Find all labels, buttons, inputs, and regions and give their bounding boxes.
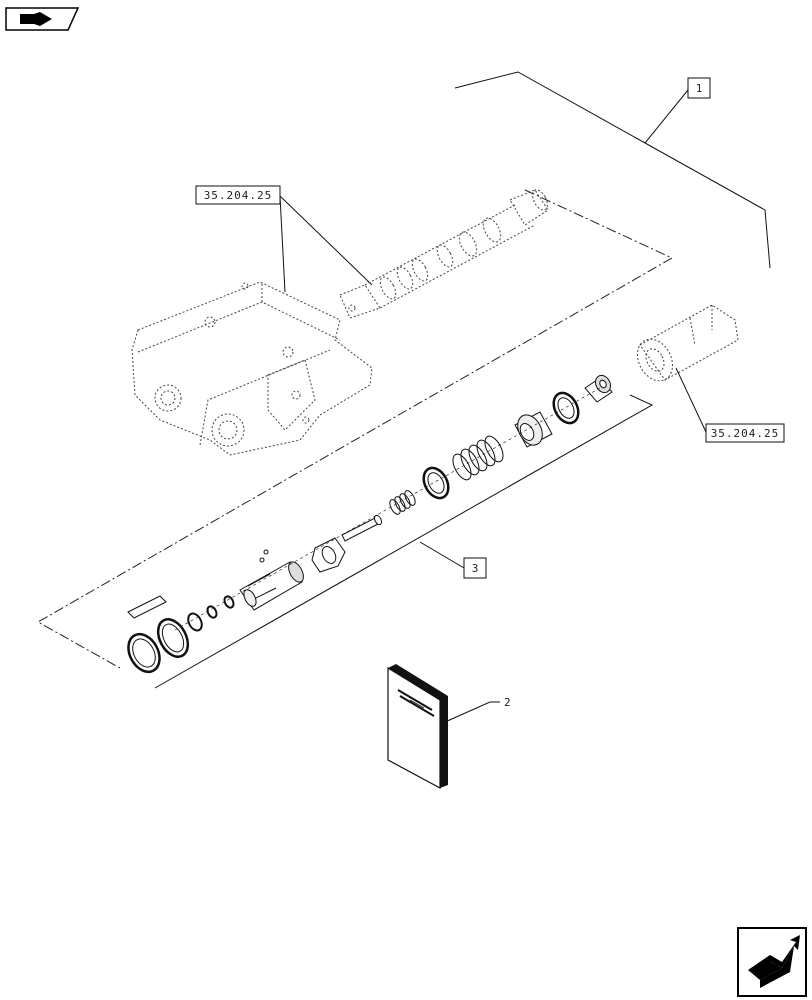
ref-box-lower[interactable]: 35.204.25 [705, 423, 785, 443]
spring [452, 435, 504, 481]
cup [514, 411, 553, 448]
retainer-ring [422, 466, 450, 500]
o-ring-6 [127, 632, 161, 674]
plug [584, 374, 613, 403]
ref-lower-label: 35.204.25 [711, 427, 780, 440]
exploded-parts [127, 374, 613, 674]
clip [127, 595, 167, 619]
callout-1-box[interactable]: 1 [687, 77, 711, 99]
small-spring [389, 490, 416, 515]
valve-block [131, 281, 373, 456]
assembly-enclosure [36, 189, 674, 669]
callout-1-bracket [454, 71, 771, 269]
o-ring-3 [206, 605, 218, 619]
callout-3-box[interactable]: 3 [463, 557, 487, 579]
o-ring-5 [156, 618, 190, 658]
callout-1-label: 1 [696, 82, 703, 95]
instruction-booklet [387, 664, 448, 790]
back-arrow-icon[interactable] [5, 7, 80, 31]
o-ring-4 [187, 612, 203, 632]
o-ring-1 [552, 391, 580, 425]
spool [339, 189, 549, 319]
o-ring-2 [223, 595, 235, 609]
end-cap [636, 304, 739, 382]
callout-2-label[interactable]: 2 [504, 696, 511, 709]
ref-upper-leaders [279, 195, 373, 293]
callout-3-label: 3 [472, 562, 479, 575]
callout-3-bracket [154, 394, 654, 689]
ref-lower-leader [675, 367, 707, 433]
ref-box-upper[interactable]: 35.204.25 [195, 185, 281, 205]
ref-upper-label: 35.204.25 [204, 189, 273, 202]
next-page-arrow-icon[interactable] [737, 927, 807, 997]
callout-2-leader [444, 701, 500, 723]
pin [341, 514, 383, 542]
cartridge-valve [239, 549, 304, 611]
